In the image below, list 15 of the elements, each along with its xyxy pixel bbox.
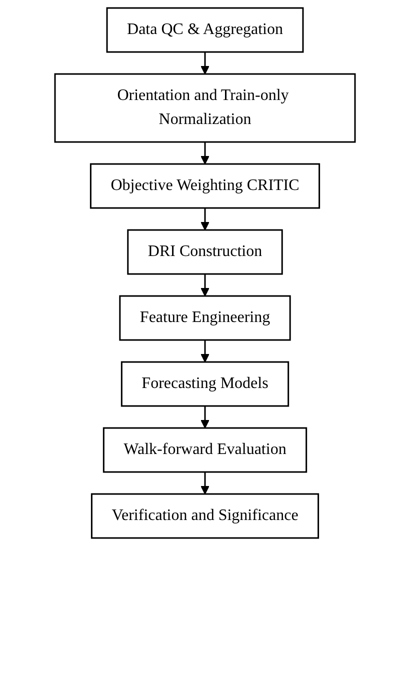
node-box: Objective Weighting CRITIC xyxy=(89,163,320,209)
arrow xyxy=(200,406,209,428)
node-box: Data QC & Aggregation xyxy=(106,7,304,53)
arrow xyxy=(200,208,209,230)
arrow xyxy=(200,142,209,164)
arrow xyxy=(200,340,209,362)
node-box: DRI Construction xyxy=(126,229,282,275)
node-box: Verification and Significance xyxy=(90,493,319,539)
node-box: Feature Engineering xyxy=(118,295,290,341)
arrow xyxy=(200,52,209,74)
node-box: Orientation and Train-only Normalization xyxy=(54,73,356,143)
node-box: Walk-forward Evaluation xyxy=(102,427,307,473)
arrow xyxy=(200,472,209,494)
node-box: Forecasting Models xyxy=(120,361,289,407)
arrow xyxy=(200,274,209,296)
